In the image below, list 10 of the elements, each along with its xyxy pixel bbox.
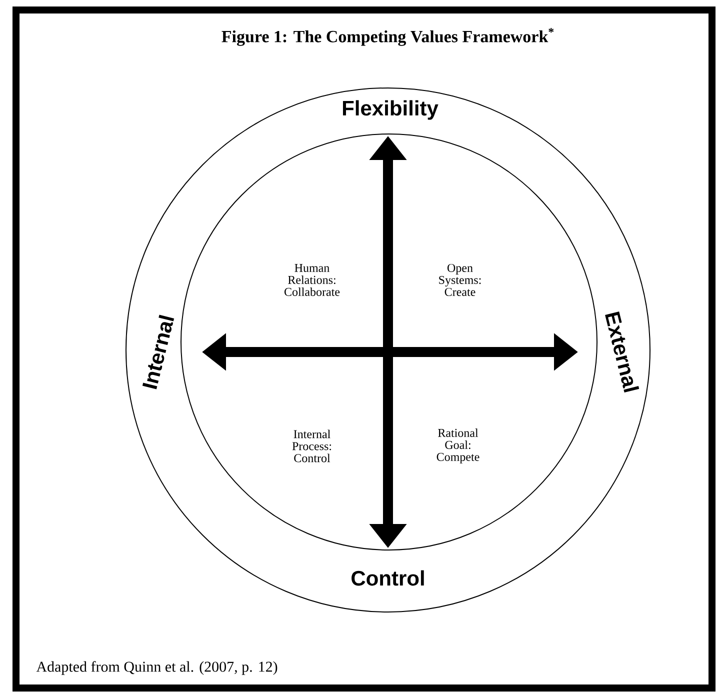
ring-label: Flexibility — [342, 100, 438, 120]
title: Figure 1: The Competing Values Framework$^{*}$ — [222, 28, 554, 46]
ring-label: External — [605, 311, 640, 393]
quadrant-label: Open Systems: Create — [439, 264, 481, 296]
quadrant-label: Internal Process: Control — [292, 430, 332, 462]
caption: Adapted from Quinn et al. (2007, p. 12) — [36, 661, 278, 675]
quadrant-label: Rational Goal: Compete — [436, 428, 480, 464]
quadrant-label: Human Relations: Collaborate — [284, 264, 340, 296]
ring-label: Control — [352, 570, 424, 586]
ring-label: Internal — [142, 314, 174, 390]
